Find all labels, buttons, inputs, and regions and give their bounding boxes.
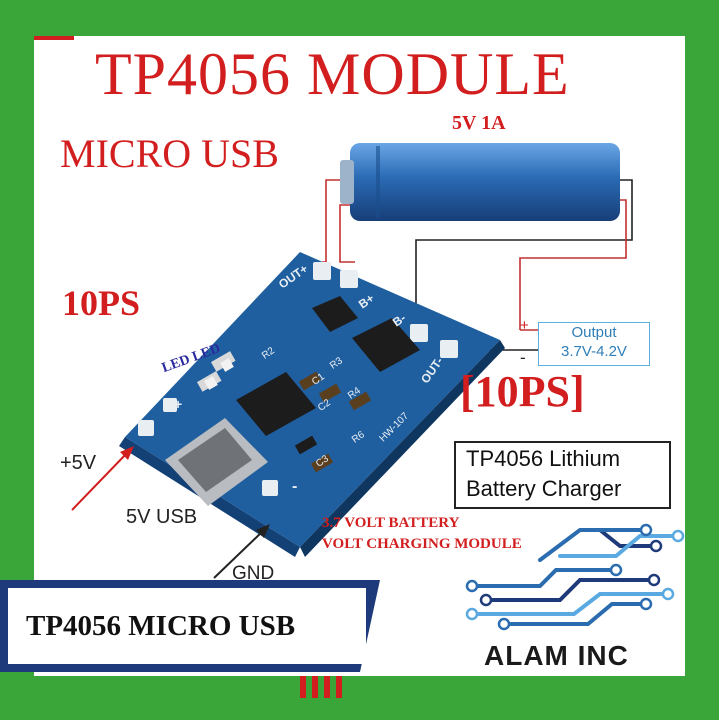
quantity-small: 10PS	[62, 283, 141, 323]
subtitle: MICRO USB	[60, 131, 279, 176]
charger-box: TP4056 Lithium Battery Charger	[454, 441, 671, 509]
banner-white-inner	[8, 588, 366, 664]
output-line1: Output	[571, 324, 617, 341]
pcb-components	[196, 351, 372, 473]
red-corner-top	[34, 36, 74, 40]
polarity-plus: +	[520, 317, 529, 334]
polarity-minus: -	[520, 348, 526, 367]
usb-label: 5V USB	[126, 506, 198, 528]
pcb-pads	[138, 262, 458, 496]
arrow-5v-icon	[71, 446, 134, 511]
battery-caption-line1: 3.7 VOLT BATTERY	[322, 515, 460, 531]
quantity-large: [10PS]	[460, 367, 585, 416]
arrow-gnd-icon	[213, 524, 270, 579]
charger-line2: Battery Charger	[466, 476, 622, 501]
battery-caption-line2: VOLT CHARGING MODULE	[322, 536, 522, 552]
output-box: Output 3.7V-4.2V	[538, 322, 650, 366]
output-line2: 3.7V-4.2V	[561, 343, 627, 360]
input-label: +5V	[60, 452, 97, 474]
brand-name: ALAM INC	[484, 640, 629, 671]
gnd-label: GND	[232, 563, 275, 584]
micro-usb-connector	[165, 418, 268, 506]
pcb-chips	[236, 296, 420, 436]
rating-label: 5V 1A	[452, 112, 506, 134]
banner-stripes	[300, 676, 342, 698]
silk-minus: -	[292, 478, 298, 495]
battery-icon	[340, 143, 620, 221]
silk-plus: +	[174, 396, 183, 412]
page-title: TP4056 MODULE	[95, 41, 570, 107]
charger-line1: TP4056 Lithium	[466, 446, 621, 471]
banner-text: TP4056 MICRO USB	[26, 610, 296, 642]
